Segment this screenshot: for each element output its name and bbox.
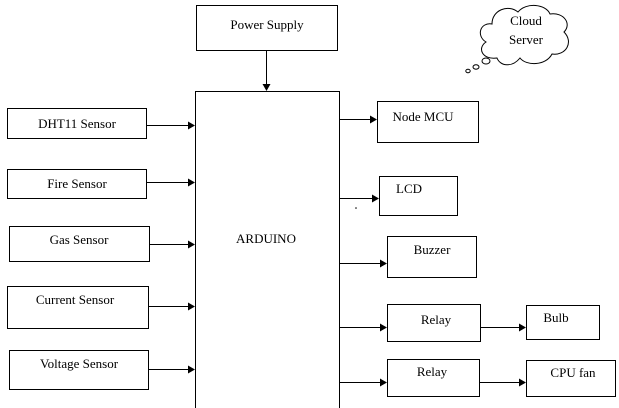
node-mcu-label: Node MCU [392,109,454,124]
gas-sensor-label: Gas Sensor [50,232,110,247]
relay-1-label: Relay [421,312,452,327]
arduino-label: ARDUINO [236,231,296,246]
relay-1-arrow [339,323,387,332]
voltage-arrow [148,365,195,374]
power-supply-label: Power Supply [230,17,304,32]
lcd-label: LCD [396,181,422,196]
arduino-block: ARDUINO [195,91,340,408]
node-mcu-block: Node MCU [377,101,479,143]
cloud-server: Cloud Server [465,5,569,74]
cloud-label-line2: Server [509,32,544,47]
cloud-label-line1: Cloud [510,13,542,28]
power-supply-block: Power Supply [196,5,338,51]
fire-sensor-label: Fire Sensor [47,176,107,191]
buzzer-label: Buzzer [414,242,451,257]
relay-1-to-bulb-arrow [480,323,526,332]
current-sensor-label: Current Sensor [36,292,115,307]
gas-arrow [149,240,195,249]
current-sensor-block: Current Sensor [7,286,149,329]
dht11-sensor-block: DHT11 Sensor [7,108,147,139]
voltage-sensor-label: Voltage Sensor [40,356,119,371]
relay-2-block: Relay [387,359,480,397]
relay-1-block: Relay [387,304,481,342]
relay-2-label: Relay [417,364,448,379]
buzzer-arrow [339,259,387,268]
bulb-label: Bulb [543,310,568,325]
power-to-arduino-arrow [262,50,271,91]
relay-2-arrow [339,378,387,387]
lcd-block: LCD [379,176,458,216]
dht11-arrow [146,121,195,130]
current-arrow [148,302,195,311]
fire-sensor-block: Fire Sensor [7,169,147,199]
node-mcu-arrow [339,115,377,124]
lcd-arrow [339,194,379,203]
relay-2-to-cpu-fan-arrow [479,378,526,387]
bulb-block: Bulb [526,305,600,340]
stray-dot [355,207,357,209]
gas-sensor-block: Gas Sensor [9,226,150,262]
buzzer-block: Buzzer [387,236,477,278]
fire-arrow [146,178,195,187]
voltage-sensor-block: Voltage Sensor [9,350,149,390]
cpu-fan-block: CPU fan [526,360,616,397]
cpu-fan-label: CPU fan [550,365,596,380]
dht11-sensor-label: DHT11 Sensor [38,116,117,131]
cloud-shape [465,5,569,74]
